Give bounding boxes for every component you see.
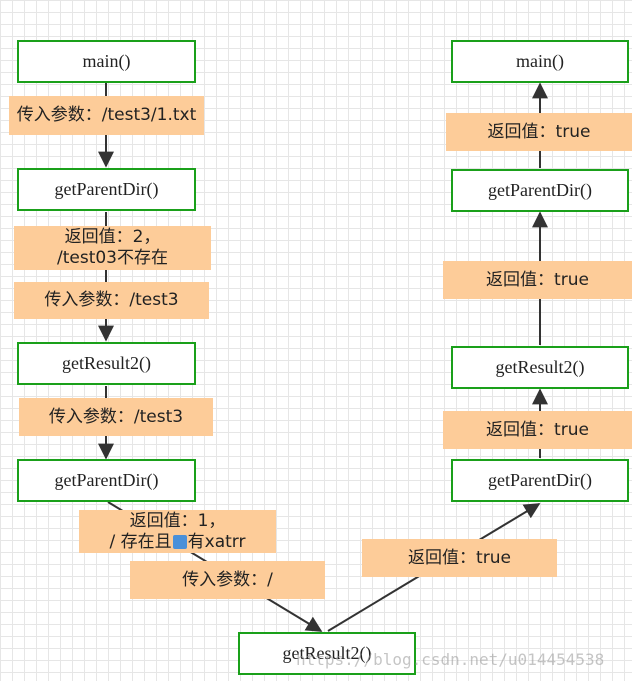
node-bottom-getresult2: getResult2()	[238, 632, 416, 675]
label-return-true-right-1: 返回值：true	[443, 411, 632, 449]
node-left-getresult2: getResult2()	[17, 342, 196, 385]
node-right-getparentdir-1: getParentDir()	[451, 169, 629, 212]
label-return-1-line2: / 存在且有xatrr	[110, 532, 246, 553]
node-right-main: main()	[451, 40, 629, 83]
node-left-getparentdir-2: getParentDir()	[17, 459, 196, 502]
label-return-2-line2: /test03不存在	[56, 248, 168, 268]
label-return-true-right-top: 返回值：true	[446, 113, 632, 151]
node-right-getresult2: getResult2()	[451, 346, 629, 389]
label-return-true-right-2: 返回值：true	[443, 261, 632, 299]
label-pass-param-1: 传入参数：/test3/1.txt	[9, 96, 204, 135]
label-pass-param-3: 传入参数：/test3	[19, 398, 213, 436]
label-return-1-line2b: 有xatrr	[187, 531, 246, 552]
label-return-true-bottom: 返回值：true	[362, 539, 557, 577]
node-right-getparentdir-2: getParentDir()	[451, 459, 629, 502]
label-pass-param-2: 传入参数：/test3	[14, 282, 209, 319]
node-left-getparentdir-1: getParentDir()	[17, 168, 196, 211]
watermark: https://blog.csdn.net/u014454538	[296, 650, 605, 669]
label-return-2-line1: 返回值：2，	[64, 227, 161, 247]
label-return-1: 返回值：1， / 存在且有xatrr	[79, 510, 276, 553]
label-return-2: 返回值：2， /test03不存在	[14, 226, 211, 270]
node-left-main: main()	[17, 40, 196, 83]
label-return-1-line2a: / 存在且	[109, 531, 172, 552]
bookmark-icon	[172, 534, 187, 549]
label-return-1-line1: 返回值：1，	[129, 510, 226, 531]
label-pass-param-4: 传入参数：/	[130, 561, 325, 599]
